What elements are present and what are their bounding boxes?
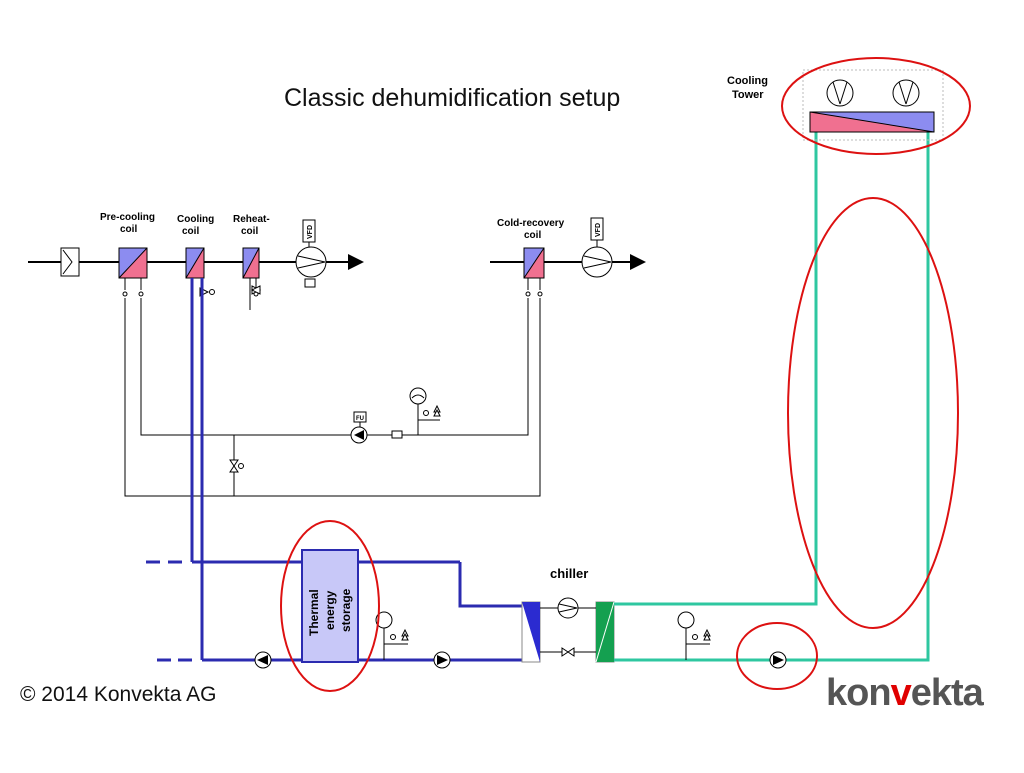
highlight-condenser-pipes [787,197,959,629]
condenser-water-loop [614,132,930,662]
air-handler-1: VFD Pre-cooling coil Cooling coil Reheat… [28,212,364,288]
bypass-valve-icon [229,459,244,473]
logo-part-2: ekta [910,672,984,714]
reheat-label-1: Reheat- [233,214,270,225]
tower-fan-2-icon [892,79,920,107]
chiller-label: chiller [550,566,588,581]
expansion-vessel-2 [375,611,409,660]
cooling-label-2: coil [182,226,199,237]
cooling-coil-icon [185,247,205,279]
run-around-loop [124,298,541,497]
cooling-label-1: Cooling [177,214,214,225]
tes-label-2: energy [323,590,337,630]
konvekta-logo: konvekta [826,672,984,715]
logo-part-v: v [890,672,912,714]
precooling-label-1: Pre-cooling [100,212,155,223]
reheat-valve-icon [250,285,262,295]
cold-recovery-coil-icon [523,247,545,279]
reheat-coil-icon [242,247,260,279]
reheat-label-2: coil [241,226,258,237]
tower-heat-exchanger [809,111,935,133]
expansion-valve-icon [561,647,575,657]
cold-recovery-label-2: coil [524,230,541,241]
chw-pump-1-icon [254,651,272,669]
cooling-tower-label-1: Cooling [727,75,768,87]
precooling-label-2: coil [120,224,137,235]
coil-connections [122,278,543,310]
chw-pump-2-icon [433,651,451,669]
filter-icon [60,247,80,277]
damper-actuator-icon [304,278,316,288]
chiller-unit: chiller [521,566,615,663]
vfd-label-1: VFD [307,225,314,239]
condenser-icon [595,601,615,663]
tes-label-1: Thermal [307,589,321,636]
highlight-markers [280,57,971,692]
expansion-vessel-1 [409,387,441,435]
flow-meter-icon [391,430,403,439]
expansion-vessel-3 [677,611,711,660]
highlight-thermal-storage [280,520,380,692]
thermal-storage-tank [301,549,359,663]
copyright-text: © 2014 Konvekta AG [20,683,217,706]
tower-fan-1-icon [826,79,854,107]
supply-fan-icon [295,246,327,278]
loop-pump-icon [350,426,368,444]
precooling-coil-icon [118,247,148,279]
tes-label-3: storage [339,588,353,632]
air-handler-2: VFD Cold-recovery coil [490,217,646,279]
vfd-label-2: VFD [595,223,602,237]
compressor-icon [557,597,579,619]
evaporator-icon [521,601,541,663]
cw-pump-icon [769,651,787,669]
highlight-cooling-tower [781,57,971,155]
cooling-tower-label-2: Tower [732,89,764,101]
cooling-tower: Cooling Tower [727,69,944,141]
logo-part-1: kon [826,672,892,714]
fu-label: FU [356,416,364,422]
highlight-cw-pump [736,622,818,690]
supply-fan-2-icon [581,246,613,278]
page-title: Classic dehumidification setup [284,84,621,112]
cold-recovery-label-1: Cold-recovery [497,218,565,229]
